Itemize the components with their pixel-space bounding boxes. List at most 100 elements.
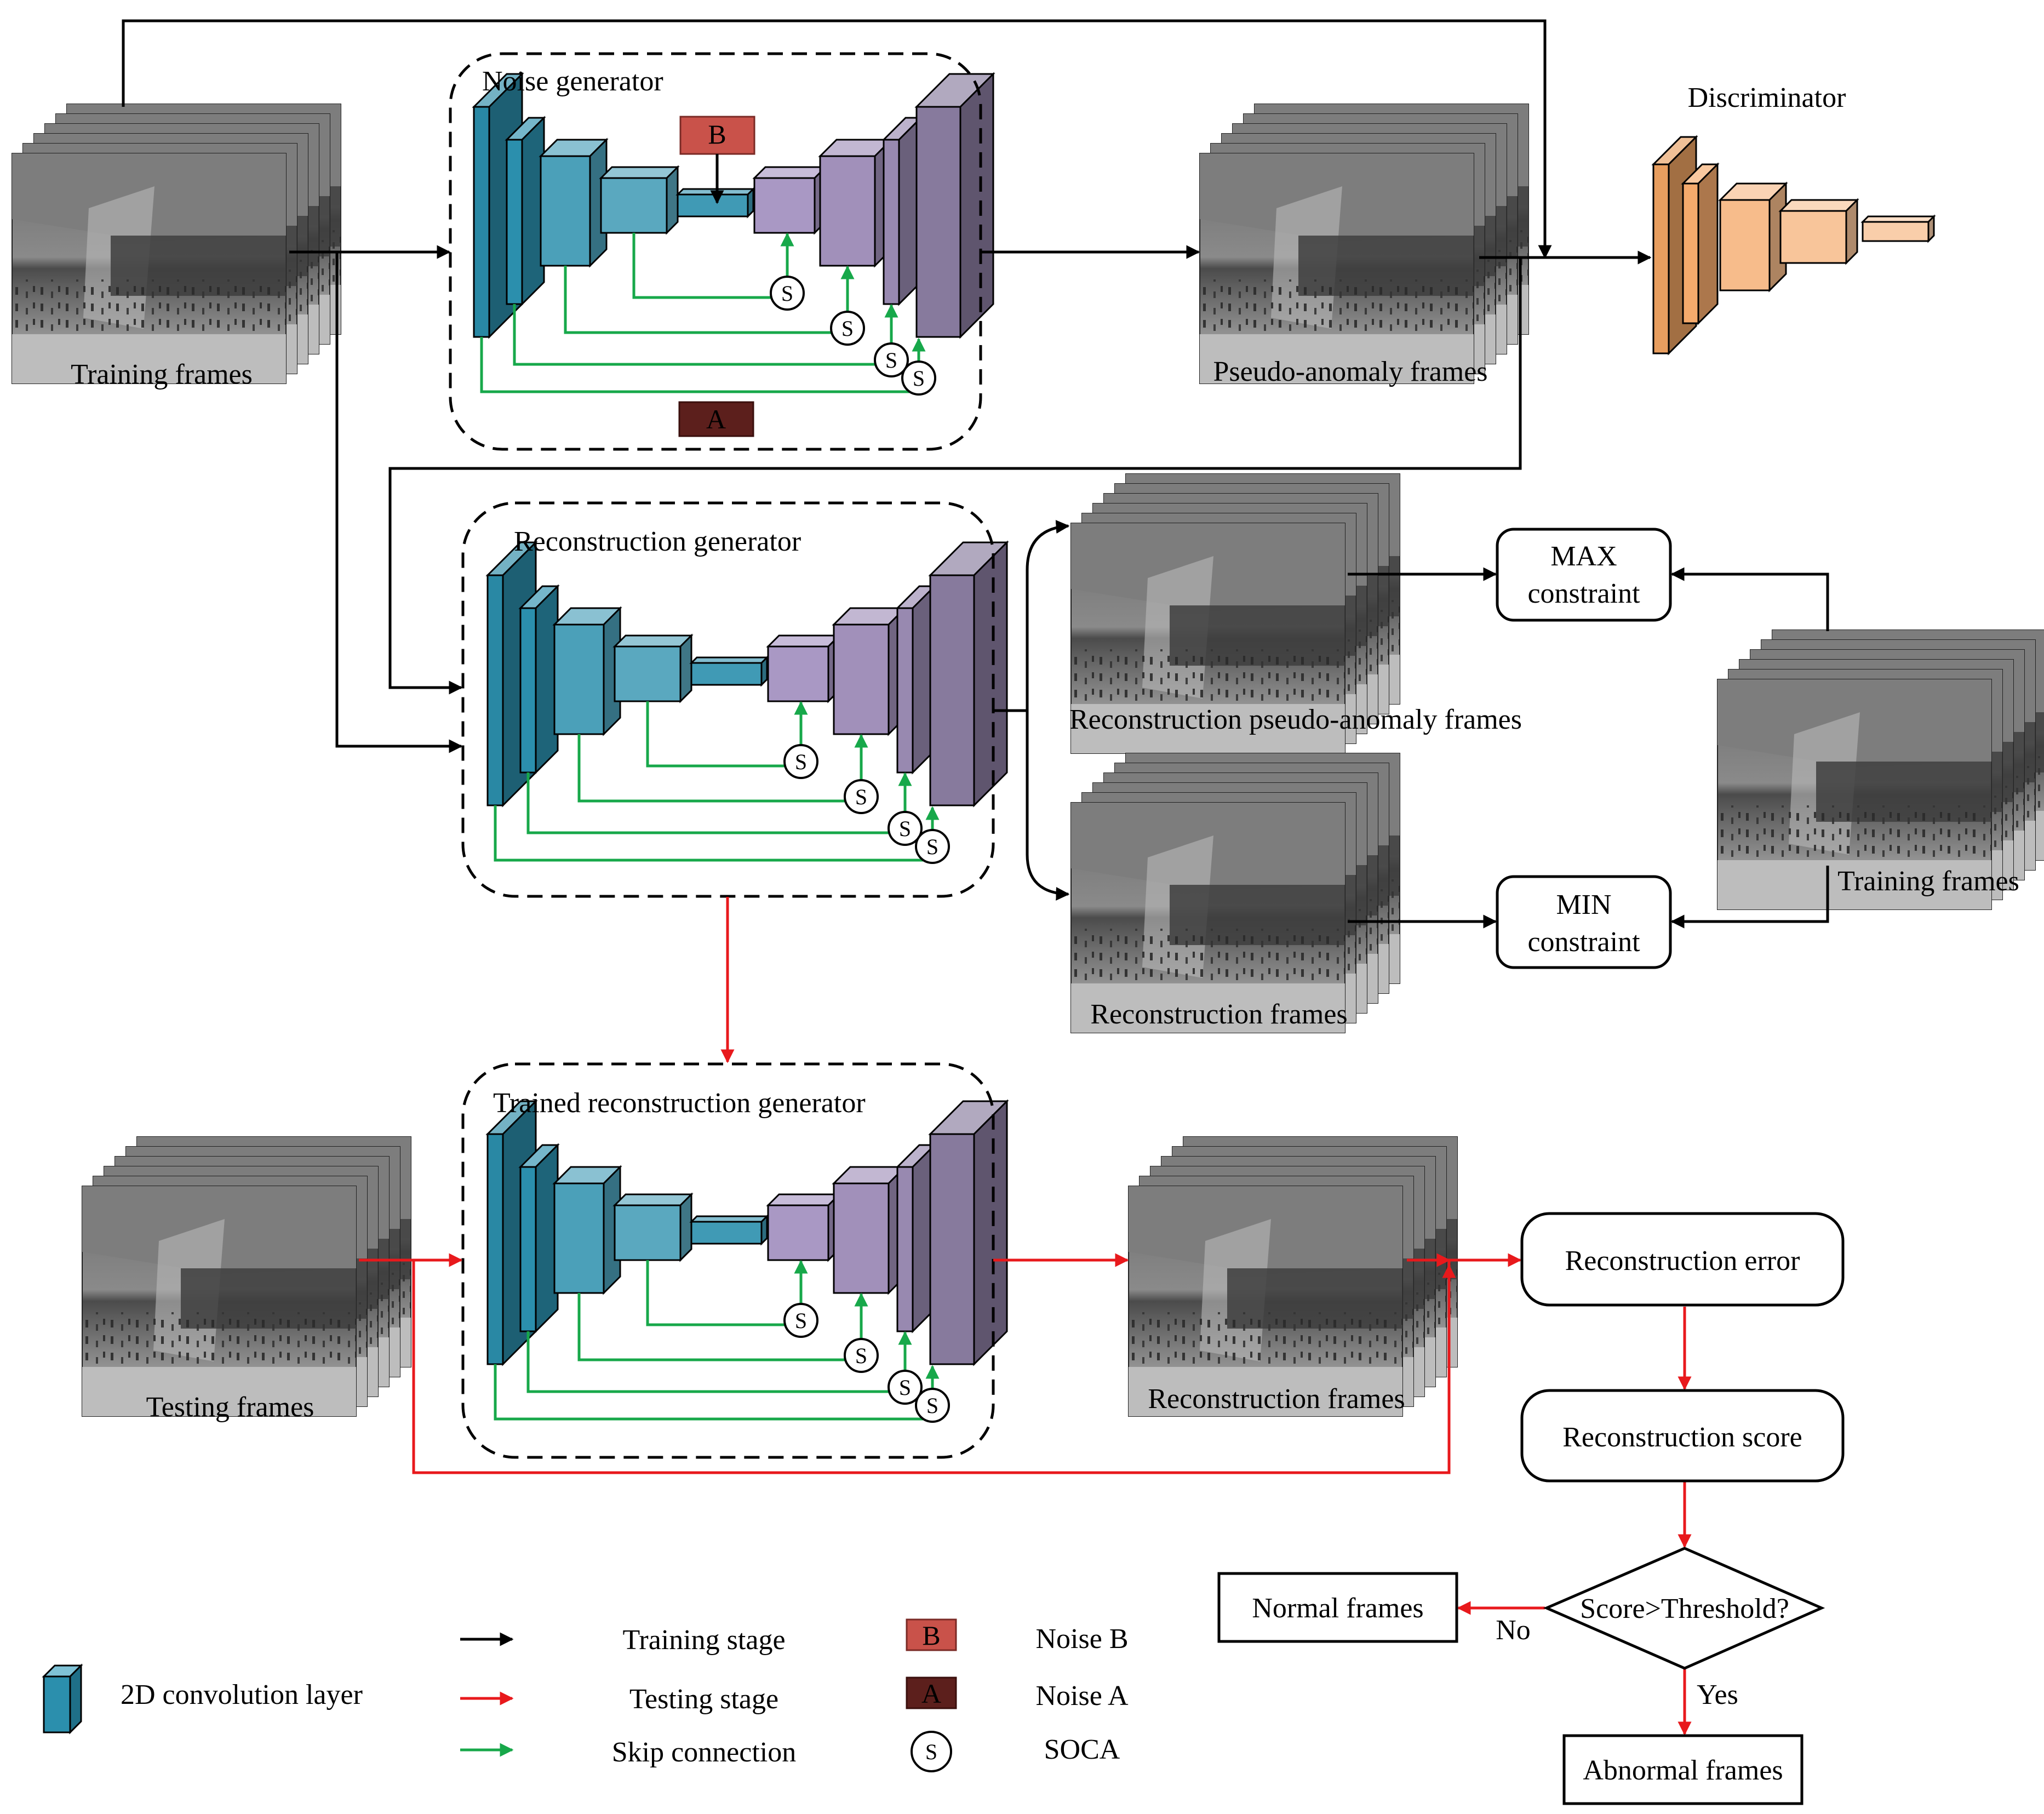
soca-letter: S [885,348,897,373]
decoder-layer-4 [914,72,995,339]
reconstruction-frames-mid-image [1071,753,1400,1033]
max-constraint-label-2: constraint [1527,578,1640,609]
abnormal-frames-label: Abnormal frames [1583,1755,1783,1786]
training-frames-top [12,104,341,384]
reconstruction-error-box [1520,1212,1845,1307]
soca-icon [783,1303,818,1338]
noise-a-letter: A [706,404,726,434]
discriminator-layer-4 [1778,198,1859,265]
skip-connection [632,233,789,308]
skip-connection [577,1293,863,1371]
legend: 2D convolution layer Training stage Test… [42,1618,1129,1772]
pseudo-anomaly-frames-label: Pseudo-anomaly frames [1213,356,1487,387]
reconstruction-frames-bottom-image [1129,1137,1457,1416]
reconstruction-score-box [1520,1389,1845,1483]
soca-icon [844,779,879,814]
legend-noise-b-letter: B [922,1620,940,1651]
trained-reconstruction-generator-title: Trained reconstruction generator [493,1088,866,1119]
min-constraint-label-1: MIN [1556,889,1611,920]
encoder-layer-3 [539,138,609,268]
decoder-layer-1 [752,165,828,235]
soca-letter: S [795,1308,807,1333]
bottleneck-layer [675,187,755,219]
legend-soca-icon [911,1731,952,1772]
min-constraint-label-2: constraint [1527,926,1640,958]
soca-letter: S [899,1375,911,1400]
normal-frames-label: Normal frames [1252,1593,1423,1624]
skip-connection [646,1260,803,1336]
soca-letter: S [926,834,938,859]
soca-icon [830,311,865,346]
decoder-layer-4 [928,540,1009,808]
decoder-layer-1 [766,633,841,703]
threshold-decision-label: Score>Threshold? [1580,1593,1789,1624]
legend-skip-label: Skip connection [612,1737,797,1768]
recon-pseudo-anomaly-frames-label: Reconstruction pseudo-anomaly frames [1069,704,1522,735]
soca-icon [874,342,909,377]
pseudo-anomaly-frames-image [1200,104,1528,384]
min-constraint-box [1496,875,1672,969]
soca-letter: S [899,816,911,841]
reconstruction-frames-mid-label: Reconstruction frames [1090,999,1347,1030]
soca-icon [844,1338,879,1373]
decoder-layer-2 [818,138,894,268]
soca-letter: S [841,316,854,341]
soca-icon [888,811,923,846]
training-frames-top-label: Training frames [71,359,253,390]
encoder-layer-4 [599,165,680,235]
noise-b-letter: B [708,119,726,150]
encoder-layer-4 [612,1192,694,1262]
decoder-layer-4 [928,1099,1009,1366]
skip-connection [577,734,863,812]
soca-icon [770,276,805,311]
reconstruction-score-label: Reconstruction score [1562,1422,1802,1453]
decoder-layer-2 [832,1165,907,1295]
testing-frames-image [82,1137,411,1416]
legend-training-label: Training stage [622,1624,785,1656]
noise-a-box [678,401,754,437]
discriminator-label: Discriminator [1688,82,1846,113]
max-constraint-label-1: MAX [1550,541,1617,572]
noise-b-box [679,116,755,155]
testing-arrows [359,897,1692,1736]
legend-testing-label: Testing stage [629,1684,778,1715]
soca-letter: S [913,366,925,391]
encoder-layer-4 [612,633,694,703]
soca-letter: S [795,749,807,774]
threshold-decision-diamond [1543,1547,1825,1670]
noise-generator-title: Noise generator [482,66,663,97]
legend-noise-a-swatch [906,1676,957,1709]
soca-icon [915,1388,950,1423]
encoder-layer-2 [518,1143,560,1334]
legend-noise-a-label: Noise A [1036,1680,1129,1712]
bottleneck-layer [689,1214,769,1246]
no-label: No [1496,1615,1531,1646]
decoder-layer-3 [895,1143,937,1334]
max-constraint-box [1496,528,1672,622]
soca-letter: S [781,281,793,306]
encoder-layer-3 [552,1165,622,1295]
soca-icon [888,1370,923,1405]
discriminator-layer-5 [1860,214,1936,243]
decoder-layer-3 [895,584,937,775]
legend-conv-label: 2D convolution layer [121,1679,363,1710]
soca-letter: S [926,1393,938,1418]
testing-frames-label: Testing frames [146,1392,314,1423]
legend-soca-letter: S [925,1739,937,1764]
legend-noise-b-swatch [906,1618,957,1651]
reconstruction-generator-box [461,501,995,898]
decoder-layer-1 [766,1192,841,1262]
encoder-layer-2 [505,116,546,306]
legend-soca-label: SOCA [1044,1734,1120,1765]
legend-noise-a-letter: A [921,1678,941,1709]
reconstruction-generator-title: Reconstruction generator [514,526,801,557]
skip-connection [564,266,849,344]
legend-conv-icon [42,1663,83,1735]
training-frames-right-label: Training frames [1837,866,2019,897]
soca-icon [901,360,936,396]
reconstruction-frames-bottom-label: Reconstruction frames [1148,1383,1405,1415]
